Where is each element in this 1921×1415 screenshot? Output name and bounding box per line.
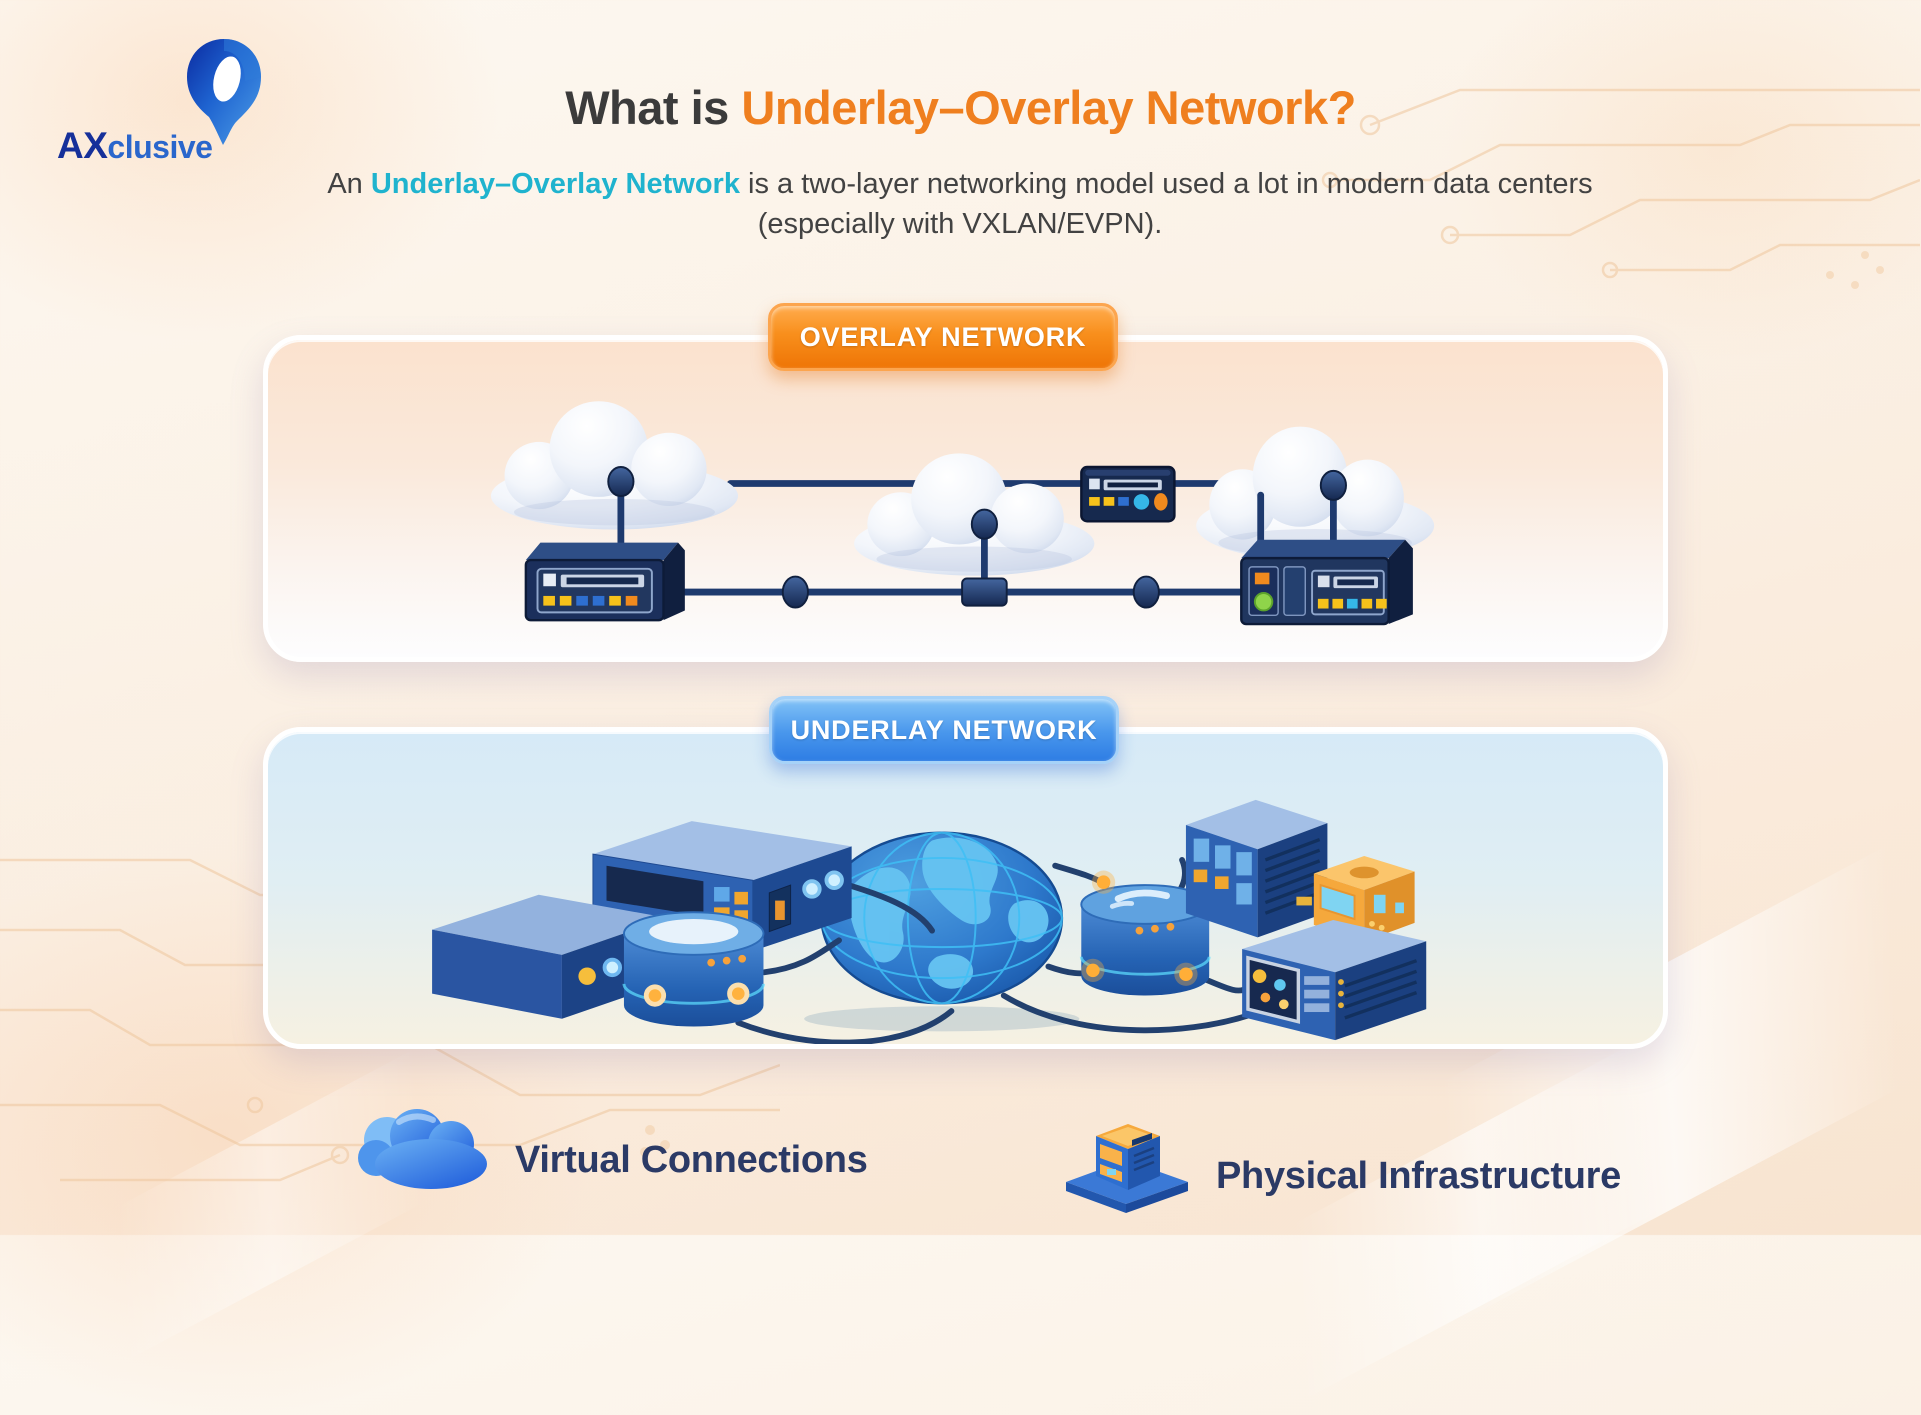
legend-label: Physical Infrastructure (1216, 1155, 1621, 1197)
server-illustration-wide (1242, 919, 1427, 1041)
line-junction-connector (961, 577, 1008, 607)
cloud-icon (358, 1109, 487, 1189)
underlay-network-panel (263, 727, 1668, 1049)
brand-logo: AXclusive (55, 33, 285, 166)
overlay-network-panel (263, 335, 1668, 662)
server-illustration-tall (1185, 799, 1328, 938)
router-illustration-left (524, 542, 685, 622)
page-title: What is Underlay–Overlay Network? (0, 80, 1921, 135)
legend-virtual-connections: Virtual Connections (353, 1100, 868, 1192)
subtitle-highlight: Underlay–Overlay Network (370, 168, 740, 200)
background-streak (1213, 1022, 1749, 1408)
title-prefix: What is (565, 81, 742, 134)
line-nodes (781, 575, 1160, 609)
overlay-badge-label: OVERLAY NETWORK (799, 321, 1087, 352)
brand-name-bold: AX (57, 125, 108, 166)
underlay-network-badge: UNDERLAY NETWORK (769, 696, 1119, 764)
router-illustration-right (1240, 539, 1413, 626)
legend-physical-infrastructure: Physical Infrastructure (1058, 1100, 1621, 1215)
overlay-network-illustration (490, 401, 1435, 626)
legend-label: Virtual Connections (515, 1138, 868, 1181)
title-highlight: Underlay–Overlay Network? (741, 81, 1356, 134)
subtitle-prefix: An (327, 168, 371, 200)
underlay-network-illustration (432, 799, 1427, 1044)
subtitle-rest: is a two-layer networking model used a l… (739, 168, 1593, 240)
overlay-network-badge: OVERLAY NETWORK (768, 303, 1118, 371)
underlay-badge-label: UNDERLAY NETWORK (790, 714, 1098, 745)
brand-name-rest: clusive (107, 129, 213, 165)
brand-logo-text: AXclusive (57, 125, 213, 167)
cylinder-router-left (622, 911, 765, 1027)
cable-junction-nodes (1081, 870, 1198, 986)
page-subtitle: An Underlay–Overlay Network is a two-lay… (300, 164, 1620, 244)
brand-logo-icon (187, 39, 261, 145)
network-appliance-illustration (1080, 465, 1176, 523)
connector-knobs (607, 466, 1347, 540)
background-streak (51, 1044, 489, 1366)
cloud-illustration-left (490, 401, 739, 530)
server-icon (1066, 1124, 1188, 1213)
